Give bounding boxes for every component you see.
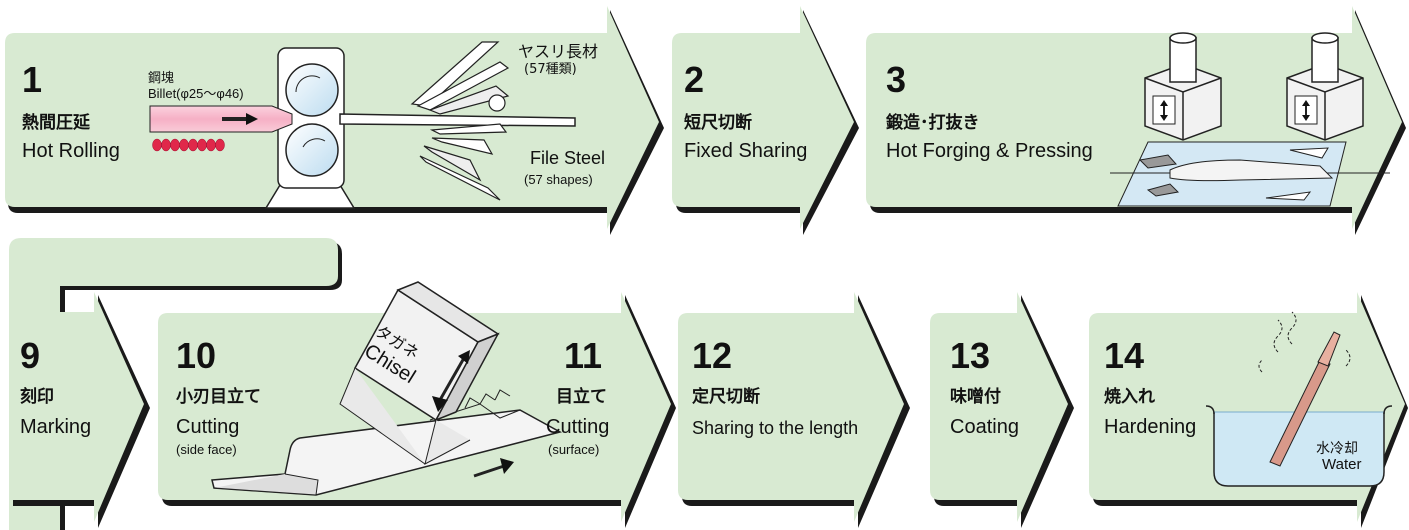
step-12-title-en: Sharing to the length [692, 418, 859, 438]
step-10-note: (side face) [176, 442, 237, 457]
step-1-number: 1 [22, 59, 43, 100]
step-11-number: 11 [564, 335, 603, 376]
step-2-number: 2 [684, 59, 705, 100]
rolling-mill-illustration [149, 47, 576, 209]
step-9-title-en: Marking [20, 416, 92, 438]
billet-label-jp: 鋼塊 [148, 71, 175, 86]
step-12-number: 12 [692, 335, 733, 376]
step-14-title-jp: 焼入れ [1104, 387, 1155, 407]
file-steel-label-en: File Steel [530, 148, 606, 168]
step-10-number: 10 [176, 335, 217, 376]
step-3-title-jp: 鍛造･打抜き [886, 113, 980, 133]
step-13-title-jp: 味噌付 [950, 387, 1001, 407]
water-label-en: Water [1322, 456, 1362, 473]
step-14-number: 14 [1104, 335, 1145, 376]
step-10-title-en: Cutting [176, 416, 240, 438]
step-9-panel [9, 292, 144, 522]
file-steel-count-en: (57 shapes) [524, 172, 593, 187]
step-2-panel [672, 6, 854, 229]
file-steel-shapes [410, 41, 510, 201]
step-13-title-en: Coating [950, 416, 1019, 438]
step-3-title-en: Hot Forging & Pressing [886, 140, 1093, 162]
file-steel-label-jp: ヤスリ長材 [518, 42, 599, 61]
water-tank-illustration [1205, 311, 1393, 487]
step-14-title-en: Hardening [1104, 416, 1197, 438]
step-10-title-jp: 小刃目立て [176, 387, 261, 407]
step-11-title-jp: 目立て [556, 387, 607, 407]
forging-press-illustration [1110, 32, 1390, 207]
step-13-number: 13 [950, 335, 991, 376]
file-steel-count-jp: (57種類) [524, 62, 577, 77]
step-2-title-jp: 短尺切断 [684, 113, 752, 133]
step-12-panel [678, 292, 904, 522]
water-label-jp: 水冷却 [1316, 441, 1358, 457]
step-13-panel [930, 292, 1068, 522]
step-14-panel [1089, 292, 1405, 522]
step-9-title-jp: 刻印 [20, 387, 54, 407]
step-12-title-jp: 定尺切断 [692, 387, 760, 407]
step-9-number: 9 [20, 335, 41, 376]
billet-dots [152, 138, 225, 152]
step-1-title-jp: 熱間圧延 [22, 113, 90, 133]
step-1-title-en: Hot Rolling [22, 140, 120, 162]
billet-label-en: Billet(φ25〜φ46) [148, 86, 244, 101]
step-11-note: (surface) [548, 442, 600, 457]
chisel-illustration [211, 281, 563, 496]
step-3-number: 3 [886, 59, 907, 100]
step-2-title-en: Fixed Sharing [684, 140, 808, 162]
step-11-title-en: Cutting [546, 416, 610, 438]
